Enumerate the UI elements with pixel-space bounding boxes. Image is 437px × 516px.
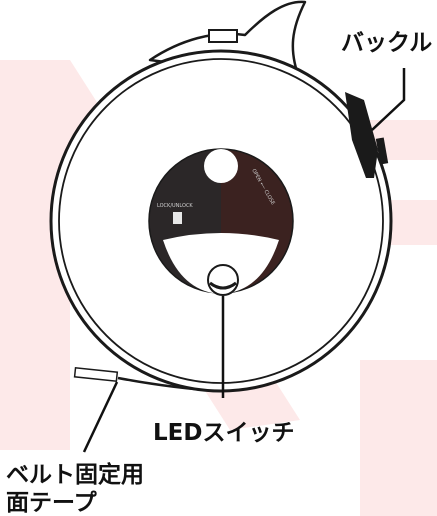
dial-top-hole xyxy=(204,149,238,183)
led-switch-inner xyxy=(209,281,237,290)
watermark-bar-right-3 xyxy=(360,360,437,516)
tape-end-tab xyxy=(73,367,119,382)
leader-lines xyxy=(82,68,406,453)
callout-tape-line2: 面テープ xyxy=(6,490,98,516)
lock-unlock-label: LOCK/UNLOCK xyxy=(157,203,193,209)
led-switch-outer xyxy=(207,264,239,296)
buckle-piece xyxy=(345,92,378,178)
reel-inner-ring xyxy=(58,58,384,384)
callout-led-switch: LEDスイッチ xyxy=(153,420,294,446)
buckle-leader xyxy=(371,68,406,131)
callout-buckle: バックル xyxy=(341,30,432,56)
buckle-tab xyxy=(375,137,389,165)
reel-top-clip xyxy=(208,29,238,43)
dial-bottom-cutout xyxy=(163,233,279,294)
lock-switch-knob xyxy=(168,212,173,224)
led-switch xyxy=(207,264,239,296)
tape-leader xyxy=(82,381,119,453)
callout-tape-line1: ベルト固定用 xyxy=(6,461,144,488)
